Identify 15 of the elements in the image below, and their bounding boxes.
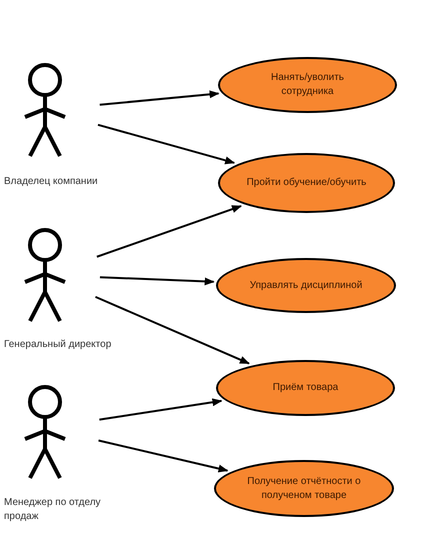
use-case-label: Нанять/уволить сотрудника xyxy=(270,71,346,99)
arrow xyxy=(99,398,222,421)
actor-label: Владелец компании xyxy=(4,175,99,189)
actor-label: Менеджер по отделу продаж xyxy=(4,496,102,524)
arrow xyxy=(100,90,220,106)
actor-label: Генеральный директор xyxy=(4,338,112,352)
use-case-label: Приём товара xyxy=(272,381,338,395)
arrow xyxy=(98,440,228,472)
use-case-label: Пройти обучение/обучить xyxy=(246,176,366,190)
arrow xyxy=(96,205,242,258)
use-case-label: Управлять дисциплиной xyxy=(250,278,362,292)
arrow xyxy=(95,296,250,364)
use-case-label: Получение отчётности о полученом товаре xyxy=(246,474,362,502)
arrow xyxy=(100,276,215,286)
arrow xyxy=(98,124,236,164)
